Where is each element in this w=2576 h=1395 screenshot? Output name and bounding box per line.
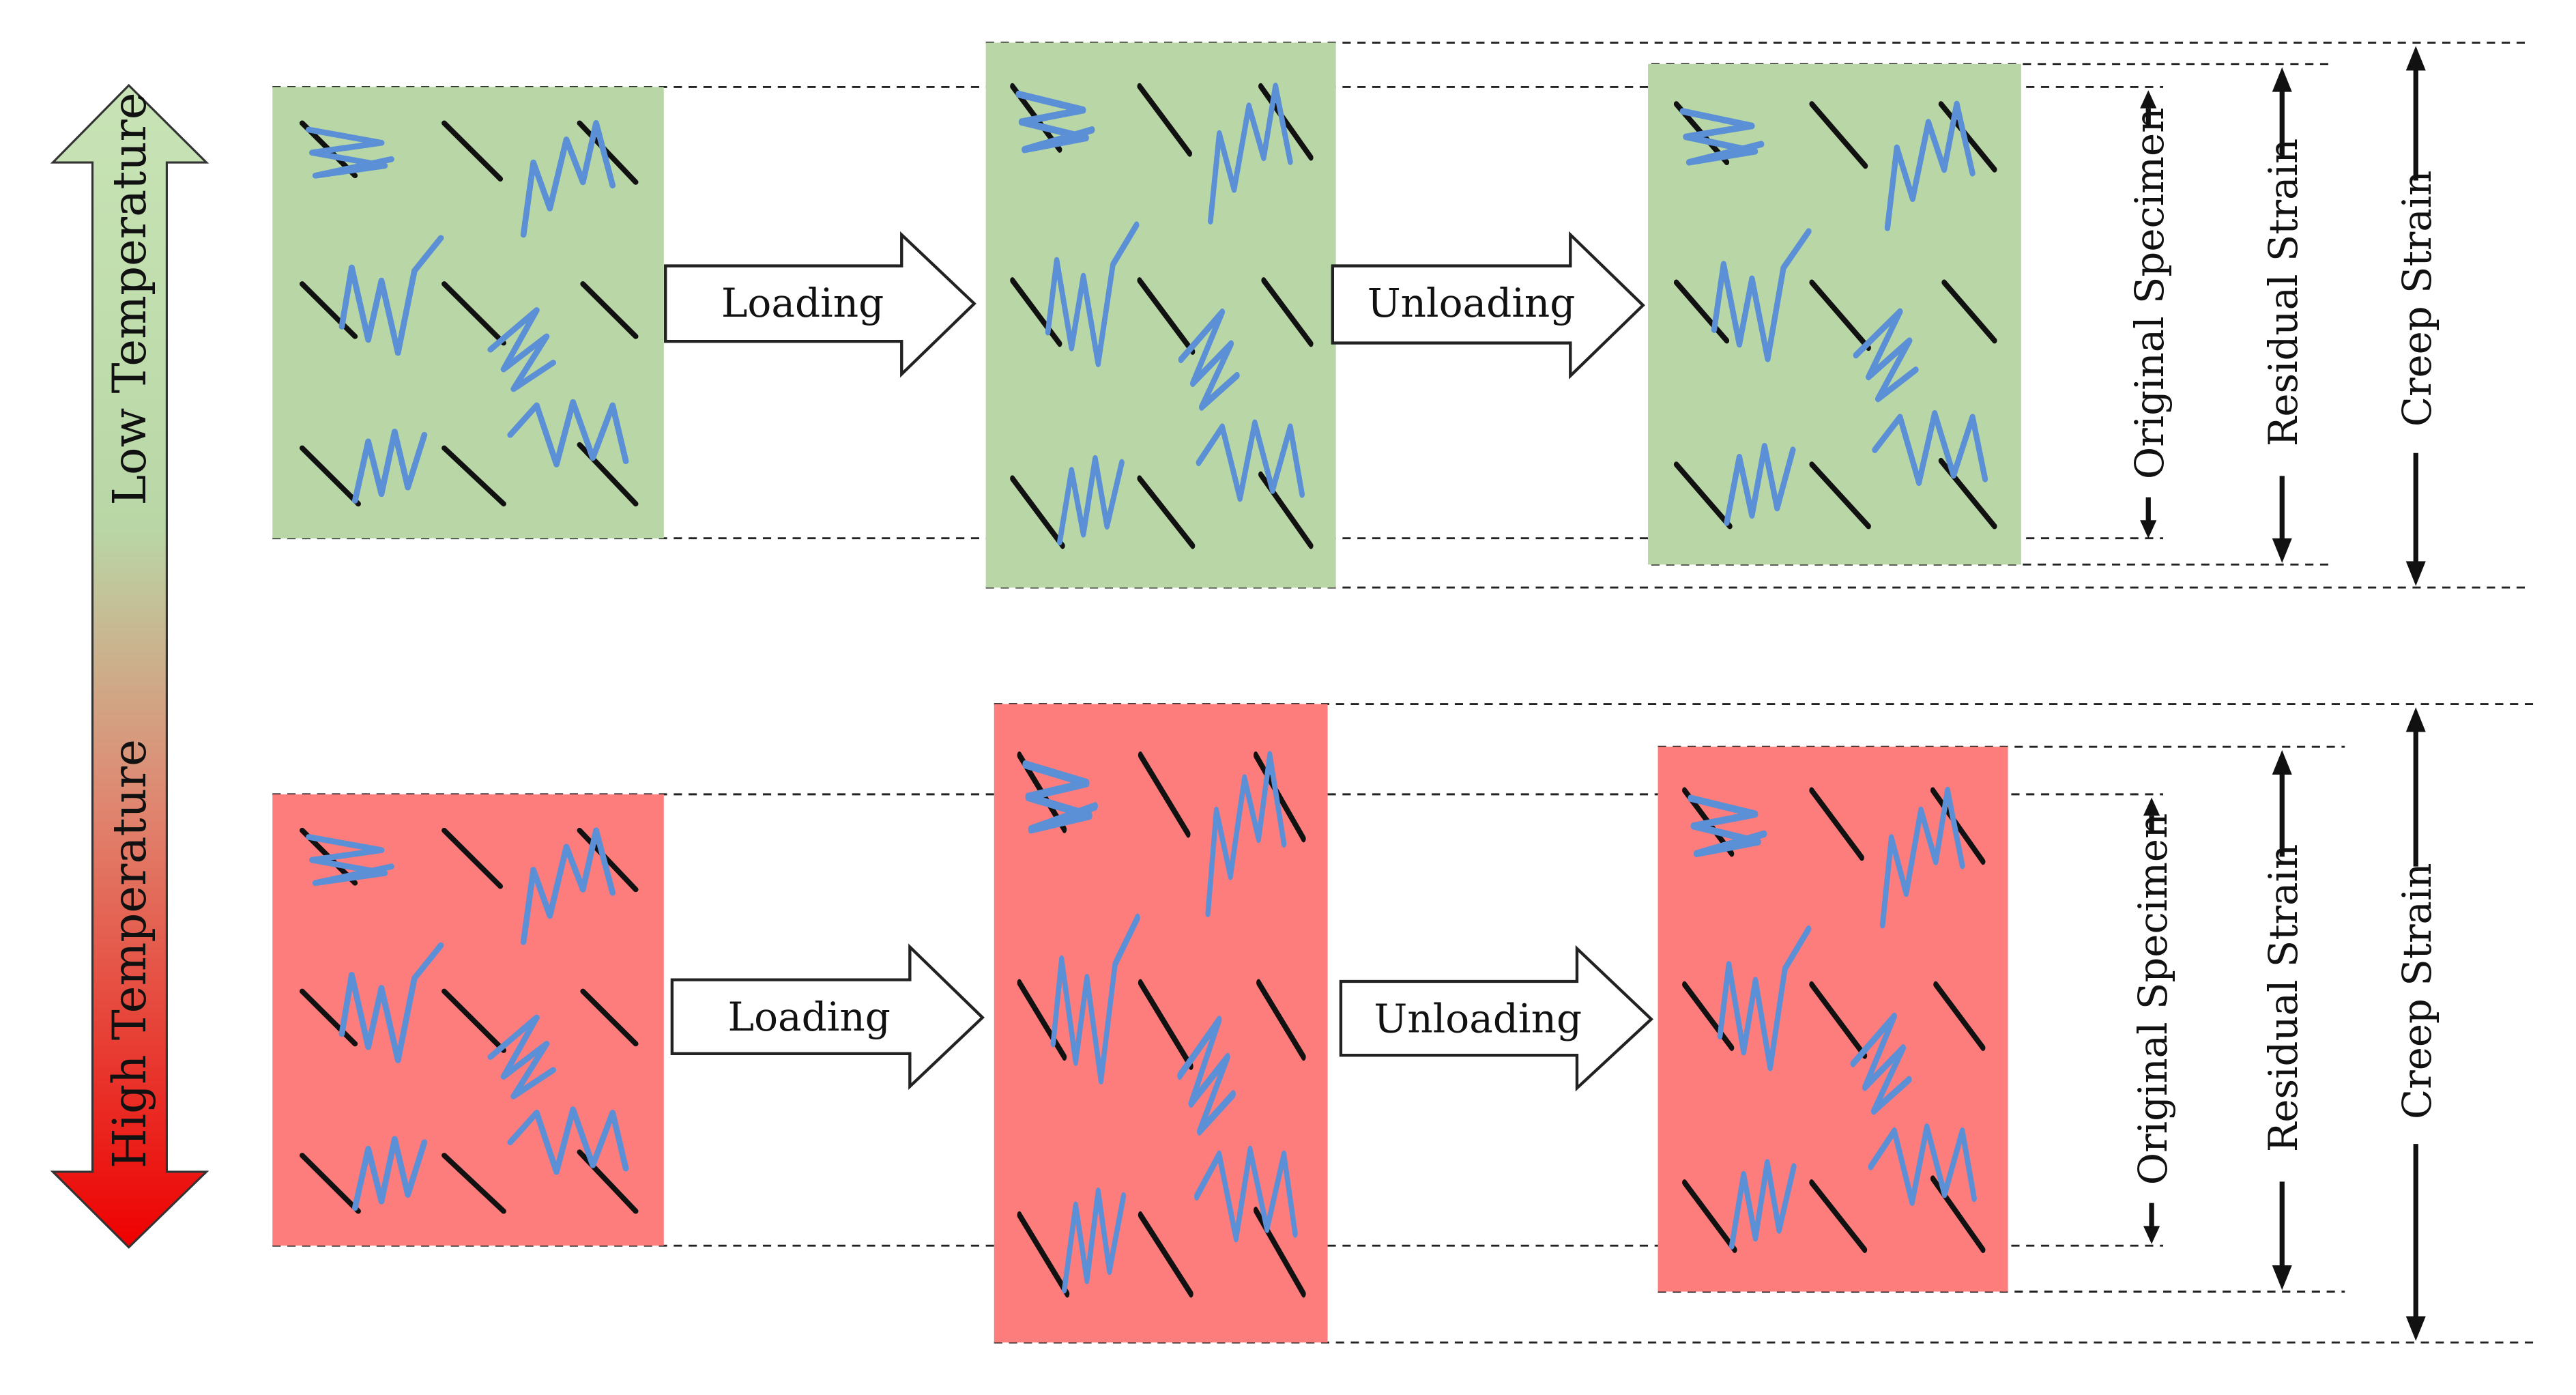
high-temp-unloading-arrow: [1339, 945, 1654, 1092]
high-temp-loading-label: Loading: [728, 994, 891, 1040]
low-temp-residual-strain-label: Residual Strain: [2260, 139, 2306, 446]
low-temp-loading-arrow: [664, 231, 976, 378]
low-temp-original-specimen: [272, 87, 664, 538]
high-temp-original-specimen: [272, 794, 664, 1246]
low-temp-unloading-label: Unloading: [1367, 280, 1576, 326]
low-temp-loading-label: Loading: [721, 280, 884, 326]
low-temperature-label: Low Temperature: [102, 92, 156, 505]
high-temp-loaded-specimen: [994, 704, 1328, 1343]
high-temp-original-specimen-label: Original Specimen: [2130, 814, 2176, 1185]
high-temp-residual-strain-label: Residual Strain: [2260, 844, 2306, 1152]
high-temp-loading-arrow: [670, 943, 985, 1090]
low-temp-creep-strain-label: Creep Strain: [2394, 171, 2440, 427]
low-temp-original-specimen-label: Original Specimen: [2126, 108, 2173, 479]
low-temp-loaded-specimen: [985, 42, 1336, 588]
low-temp-unloaded-specimen: [1648, 63, 2021, 565]
low-temp-unloading-arrow: [1331, 231, 1645, 379]
high-temp-creep-strain-label: Creep Strain: [2394, 863, 2440, 1119]
temperature-arrow: [50, 83, 209, 1249]
high-temperature-label: High Temperature: [102, 739, 156, 1168]
high-temp-unloaded-specimen: [1658, 747, 2008, 1292]
high-temp-unloading-label: Unloading: [1374, 996, 1582, 1042]
